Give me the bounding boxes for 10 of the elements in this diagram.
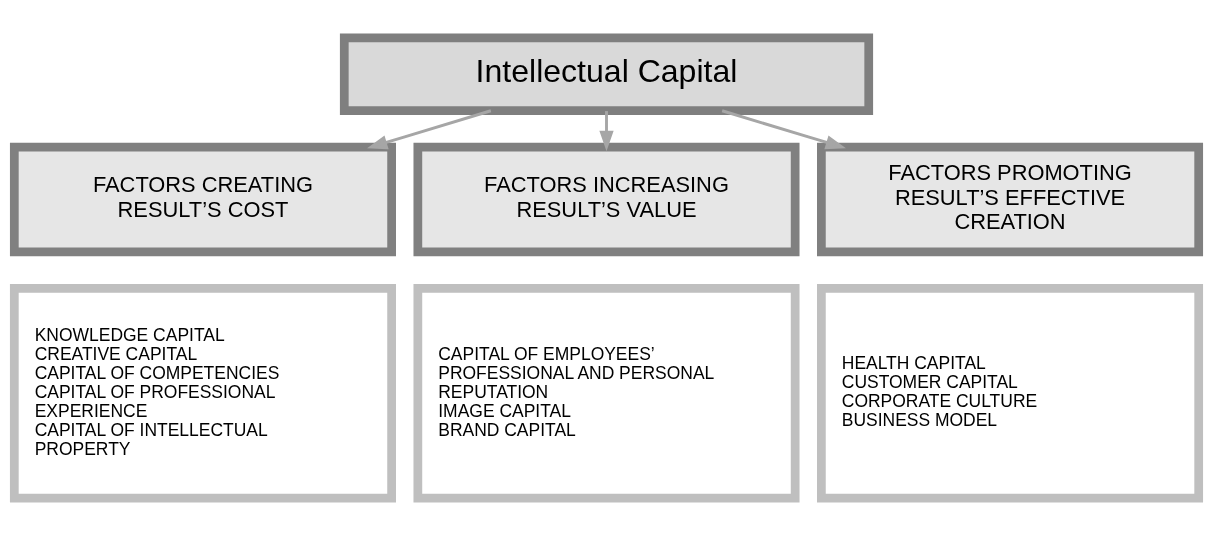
node-box: Intellectual Capital bbox=[339, 32, 874, 115]
node-box: KNOWLEDGE CAPITAL CREATIVE CAPITAL CAPITAL OF COMPETENCIES CAPITAL OF PROFESSIONAL EXPERIENCE CAPITAL OF INTELLECTUAL PROPERTY bbox=[9, 283, 396, 503]
arrow bbox=[367, 108, 492, 149]
node-box: FACTORS CREATING RESULT’S COST bbox=[9, 142, 396, 256]
node-box: FACTORS INCREASING RESULT’S VALUE bbox=[413, 142, 800, 256]
node-box: CAPITAL OF EMPLOYEES’ PROFESSIONAL AND PERSONAL REPUTATION IMAGE CAPITAL BRAND CAPITAL bbox=[413, 283, 800, 503]
arrow bbox=[721, 108, 846, 149]
node-box: HEALTH CAPITAL CUSTOMER CAPITAL CORPORATE CULTURE BUSINESS MODEL bbox=[817, 283, 1204, 503]
node-box: FACTORS PROMOTING RESULT’S EFFECTIVE CREATION bbox=[817, 142, 1204, 256]
arrow bbox=[599, 110, 614, 151]
